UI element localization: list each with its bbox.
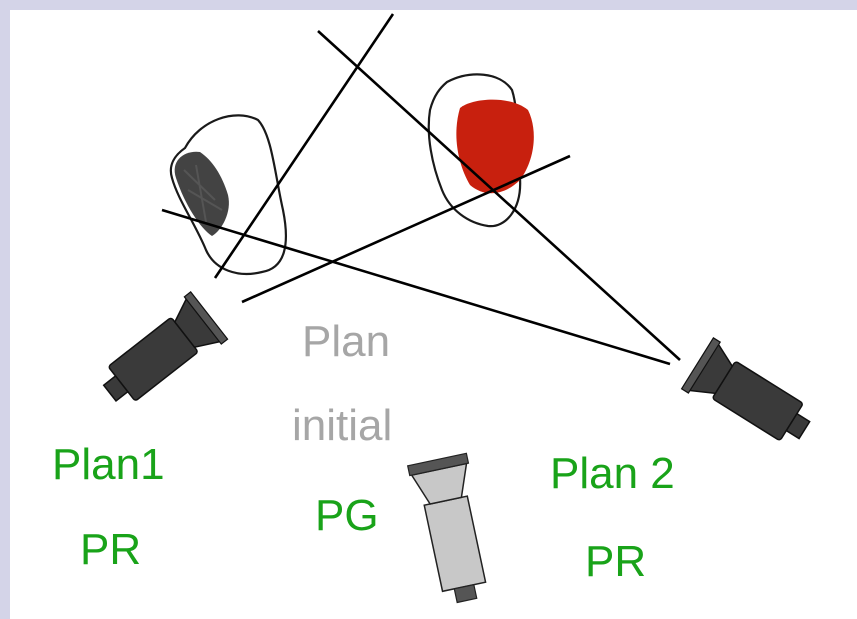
label-plan2-pr: PR bbox=[585, 537, 647, 586]
label-plan1: Plan1 bbox=[52, 440, 165, 489]
right-object bbox=[427, 73, 534, 228]
sight-line-cam1-up bbox=[213, 13, 395, 279]
label-plan-initial-line1: Plan bbox=[302, 317, 391, 366]
slide-frame-left bbox=[0, 0, 10, 619]
sight-line-cam1-right bbox=[241, 154, 571, 304]
left-object bbox=[169, 114, 287, 276]
label-pg: PG bbox=[315, 491, 379, 540]
label-plan-initial-line2: initial bbox=[292, 401, 393, 450]
label-plan2: Plan 2 bbox=[550, 449, 675, 498]
camera-pg-icon bbox=[406, 452, 487, 604]
camera-2-icon bbox=[680, 337, 811, 441]
slide-frame-top bbox=[0, 0, 857, 10]
label-plan1-pr: PR bbox=[80, 525, 142, 574]
sight-line-cam2-left bbox=[161, 208, 671, 366]
camera-1-icon bbox=[102, 291, 229, 403]
sight-line-cam2-up bbox=[317, 30, 681, 361]
sight-lines bbox=[161, 13, 681, 366]
